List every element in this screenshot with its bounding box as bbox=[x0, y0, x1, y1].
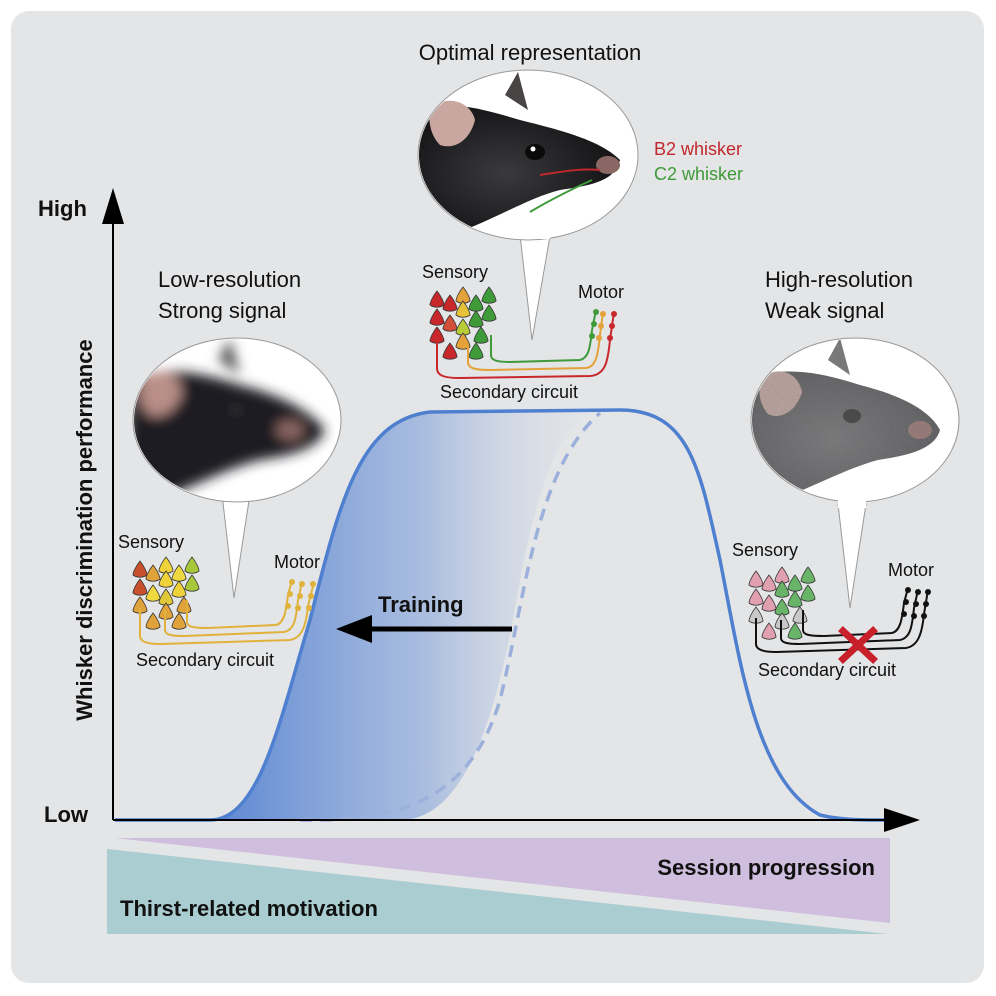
neuron-icon bbox=[158, 570, 174, 588]
training-arrowhead bbox=[336, 615, 372, 643]
high-res-mouse-bubble bbox=[750, 337, 960, 609]
neuron-icon bbox=[787, 574, 803, 592]
session-progression-band bbox=[115, 838, 890, 923]
neuron-icon bbox=[455, 332, 471, 350]
y-axis-low-label: Low bbox=[44, 802, 89, 827]
b2-whisker-label: B2 whisker bbox=[654, 139, 742, 159]
pre-training-curve bbox=[299, 411, 602, 822]
neuron-icon bbox=[442, 294, 458, 312]
y-axis-title: Whisker discrimination performance bbox=[72, 339, 97, 720]
optimal-mouse-bubble bbox=[417, 69, 639, 341]
c2-whisker-label: C2 whisker bbox=[654, 164, 743, 184]
low-res-sensory-label: Sensory bbox=[118, 532, 184, 552]
neuron-icon bbox=[468, 310, 484, 328]
training-arrow: Training bbox=[336, 592, 512, 643]
neuron-icon bbox=[442, 314, 458, 332]
neuron-icon bbox=[800, 566, 816, 584]
low-res-secondary-label: Secondary circuit bbox=[136, 650, 274, 670]
high-res-motor-label: Motor bbox=[888, 560, 934, 580]
neuron-icon bbox=[184, 556, 200, 574]
neuron-icon bbox=[429, 308, 445, 326]
blocked-cross-icon bbox=[838, 626, 878, 664]
low-res-circuit: Sensory Motor Secondary circuit bbox=[118, 532, 320, 670]
optimal-sensory-label: Sensory bbox=[422, 262, 488, 282]
low-res-title-line2: Strong signal bbox=[158, 298, 286, 323]
neuron-icon bbox=[761, 594, 777, 612]
neuron-icon bbox=[787, 590, 803, 608]
neuron-icon bbox=[429, 290, 445, 308]
neuron-icon bbox=[145, 612, 161, 630]
optimal-motor-label: Motor bbox=[578, 282, 624, 302]
neuron-icon bbox=[481, 304, 497, 322]
neuron-icon bbox=[455, 300, 471, 318]
low-res-title-line1: Low-resolution bbox=[158, 267, 301, 292]
low-res-mouse-bubble bbox=[132, 337, 342, 599]
high-res-neuron-cluster bbox=[748, 566, 816, 640]
neuron-icon bbox=[468, 342, 484, 360]
trained-curve bbox=[115, 408, 886, 822]
neuron-icon bbox=[761, 574, 777, 592]
mouse-sharp-image bbox=[419, 72, 620, 239]
mouse-noisy-image bbox=[752, 339, 940, 501]
y-axis-arrowhead bbox=[102, 188, 124, 224]
session-progression-label: Session progression bbox=[657, 855, 875, 880]
neuron-icon bbox=[429, 326, 445, 344]
neuron-icon bbox=[132, 560, 148, 578]
neuron-icon bbox=[787, 622, 803, 640]
low-res-motor-label: Motor bbox=[274, 552, 320, 572]
neuron-icon bbox=[184, 574, 200, 592]
b2-whisker-highlight bbox=[539, 168, 601, 176]
high-res-title-line1: High-resolution bbox=[765, 267, 913, 292]
thirst-motivation-band bbox=[107, 849, 888, 934]
high-resolution-state: High-resolution Weak signal Sensory Moto… bbox=[732, 267, 960, 680]
neuron-icon bbox=[792, 606, 808, 624]
neuron-icon bbox=[748, 588, 764, 606]
high-res-secondary-label: Secondary circuit bbox=[758, 660, 896, 680]
optimal-neuron-cluster bbox=[429, 286, 497, 360]
optimal-title: Optimal representation bbox=[419, 40, 642, 65]
high-res-sensory-label: Sensory bbox=[732, 540, 798, 560]
neuron-icon bbox=[748, 570, 764, 588]
neuron-icon bbox=[481, 286, 497, 304]
c2-whisker-highlight bbox=[529, 179, 593, 213]
high-res-circuit: Sensory Motor Secondary circuit bbox=[732, 540, 934, 680]
neuron-icon bbox=[171, 580, 187, 598]
high-res-title-line2: Weak signal bbox=[765, 298, 884, 323]
training-shift-area bbox=[210, 412, 600, 820]
neuron-icon bbox=[800, 584, 816, 602]
neuron-icon bbox=[442, 342, 458, 360]
training-label: Training bbox=[378, 592, 464, 617]
x-axis-arrowhead bbox=[884, 808, 920, 832]
neuron-icon bbox=[171, 564, 187, 582]
neuron-icon bbox=[145, 584, 161, 602]
mouse-blurred-image bbox=[134, 339, 325, 501]
bottom-bands: Session progression Thirst-related motiv… bbox=[107, 838, 890, 934]
optimal-circuit: Sensory Motor Secondary circuit bbox=[422, 262, 624, 402]
y-axis-high-label: High bbox=[38, 196, 87, 221]
neuron-icon bbox=[176, 596, 192, 614]
neuron-icon bbox=[132, 578, 148, 596]
thirst-motivation-label: Thirst-related motivation bbox=[120, 896, 378, 921]
neuron-icon bbox=[171, 612, 187, 630]
neuron-icon bbox=[145, 564, 161, 582]
performance-curve-group bbox=[115, 408, 886, 822]
low-res-neuron-cluster bbox=[132, 556, 200, 630]
optimal-secondary-label: Secondary circuit bbox=[440, 382, 578, 402]
neuron-icon bbox=[473, 326, 489, 344]
low-resolution-state: Low-resolution Strong signal Sensory Mot… bbox=[118, 267, 342, 670]
neuron-icon bbox=[761, 622, 777, 640]
axes: High Low Whisker discrimination performa… bbox=[38, 188, 920, 832]
neuron-icon bbox=[468, 294, 484, 312]
neuron-icon bbox=[774, 580, 790, 598]
optimal-state: Optimal representation bbox=[417, 40, 743, 402]
